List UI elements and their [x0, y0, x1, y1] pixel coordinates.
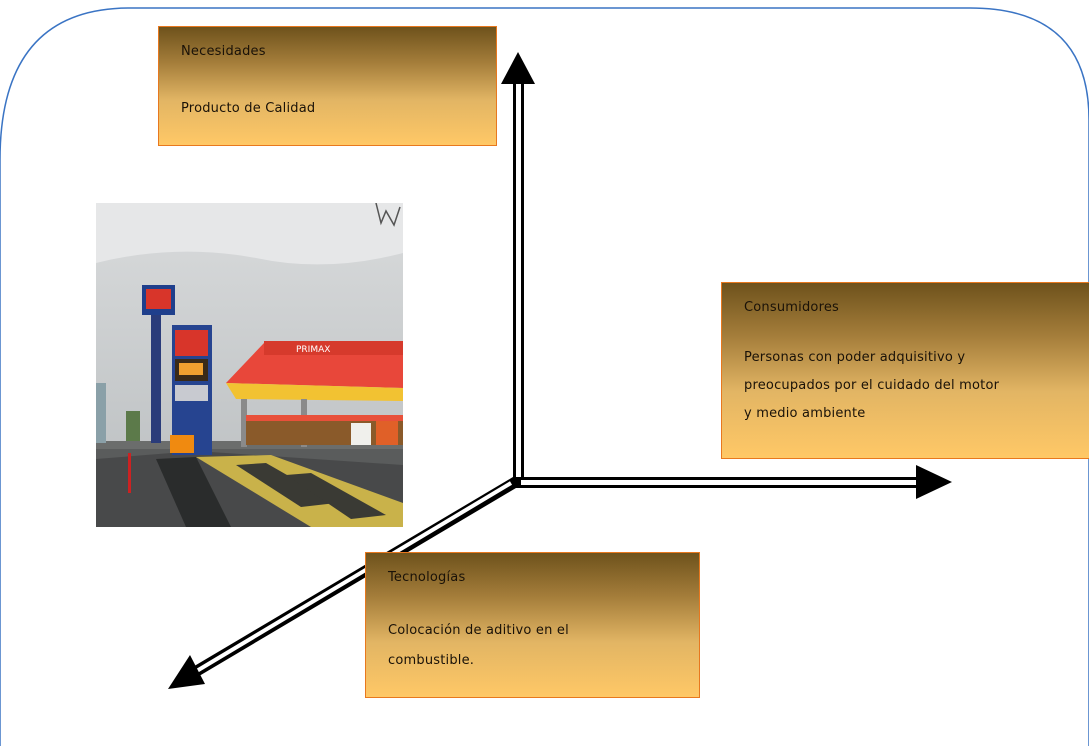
- technologies-title: Tecnologías: [388, 570, 466, 585]
- horizontal-axis-arrow: [513, 465, 952, 499]
- consumers-line: Personas con poder adquisitivo y: [744, 350, 966, 365]
- needs-body: Producto de Calidad: [181, 101, 316, 116]
- diagonal-axis-arrow: [168, 476, 520, 689]
- station-sign-text: PRIMAX: [296, 345, 330, 355]
- needs-box: Necesidades Producto de Calidad: [158, 26, 497, 146]
- technologies-box: Tecnologías Colocación de aditivo en el …: [365, 552, 700, 698]
- consumers-line: preocupados por el cuidado del motor: [744, 378, 1000, 393]
- consumers-body: Personas con poder adquisitivo y preocup…: [744, 351, 999, 435]
- consumers-line: y medio ambiente: [744, 406, 866, 421]
- needs-title: Necesidades: [181, 44, 266, 59]
- vertical-axis-arrow: [501, 52, 535, 482]
- technologies-line: Colocación de aditivo en el: [388, 623, 569, 638]
- technologies-body: Colocación de aditivo en el combustible.: [388, 624, 569, 684]
- consumers-title: Consumidores: [744, 300, 839, 315]
- technologies-line: combustible.: [388, 653, 475, 668]
- gas-station-photo: PRIMAX: [96, 203, 403, 527]
- consumers-box: Consumidores Personas con poder adquisit…: [721, 282, 1089, 459]
